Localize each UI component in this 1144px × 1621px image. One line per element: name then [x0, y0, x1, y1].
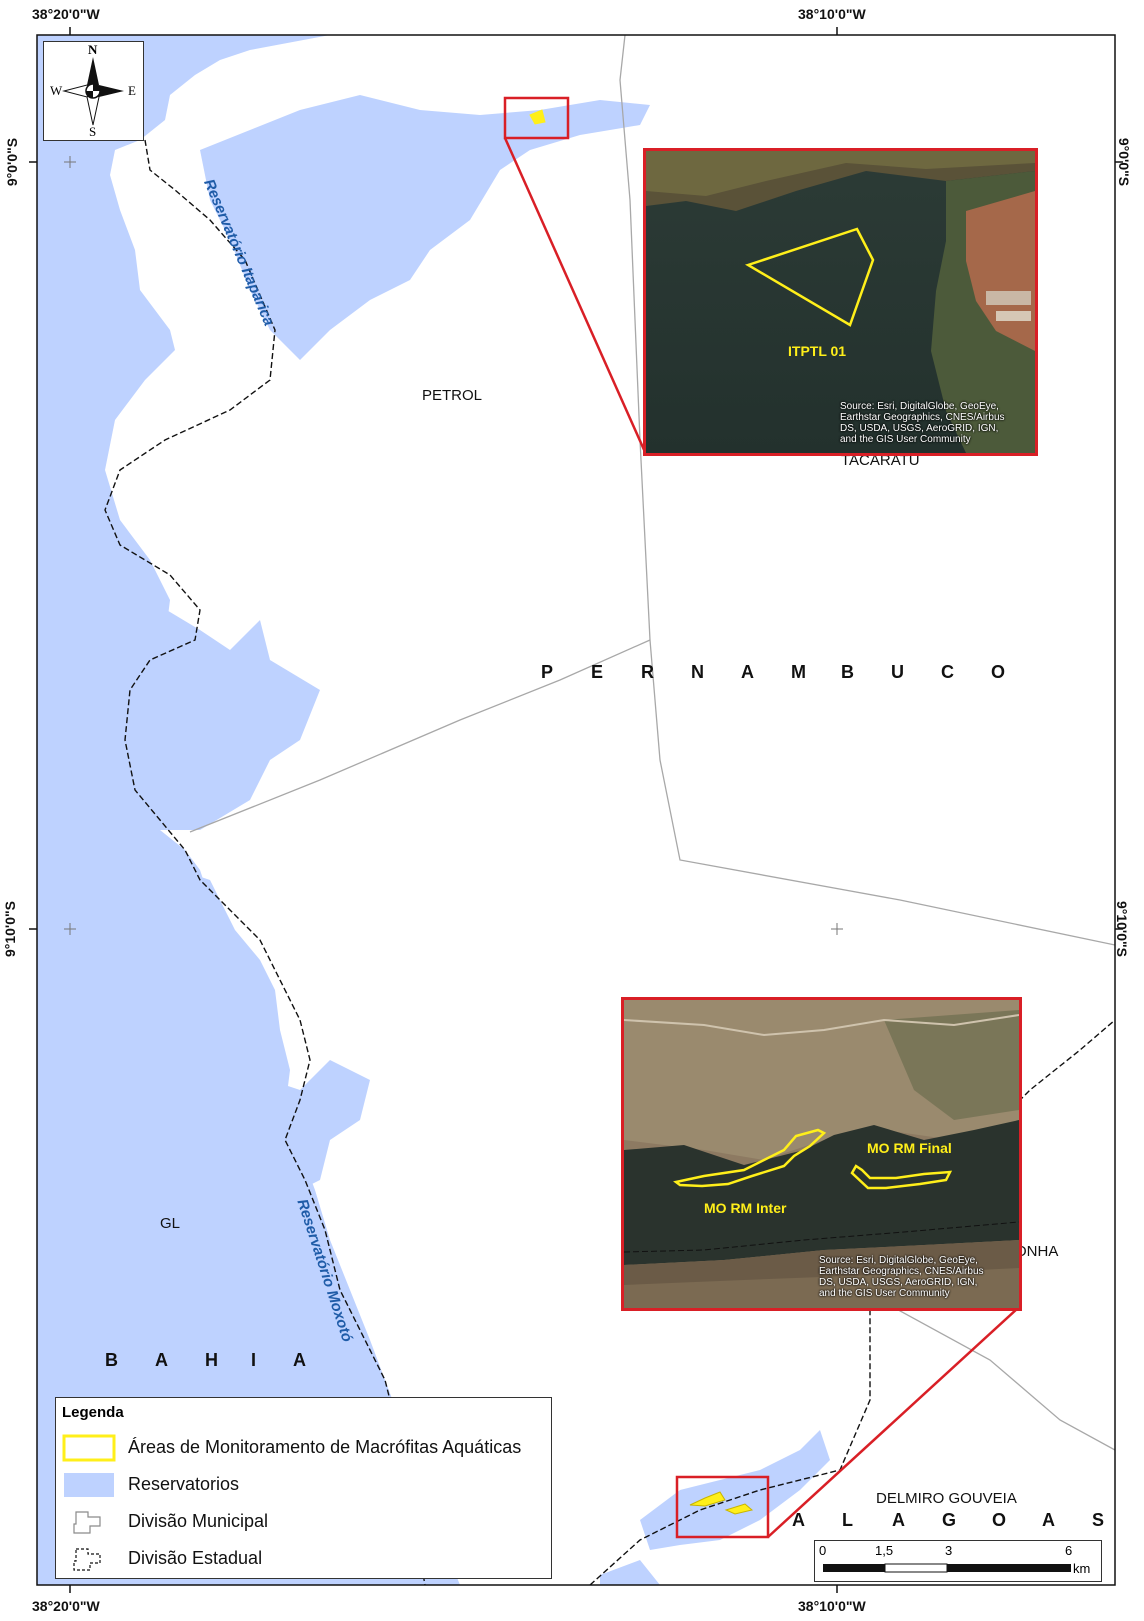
- satellite-image-top: [646, 151, 1035, 453]
- inset-map-top[interactable]: ITPTL 01 Source: Esri, DigitalGlobe, Geo…: [643, 148, 1038, 456]
- scale-bar-graphic: [823, 1563, 1071, 1573]
- state-dashed-swatch-icon: [73, 1548, 101, 1571]
- attribution-line: DS, USDA, USGS, AeroGRID, IGN,: [819, 1277, 978, 1288]
- state-letter: A: [892, 1510, 905, 1530]
- compass-icon: [62, 57, 124, 126]
- state-letter: B: [841, 662, 854, 682]
- state-letter: S: [1092, 1510, 1105, 1530]
- attribution-line: and the GIS User Community: [819, 1288, 950, 1299]
- state-letter: L: [842, 1510, 853, 1530]
- graticule-top-left: 38°20'0"W: [32, 6, 100, 22]
- state-letter: N: [691, 662, 704, 682]
- legend-label: Áreas de Monitoramento de Macrófitas Aqu…: [128, 1437, 522, 1457]
- graticule-right-upper: 9°0'0"S: [1116, 137, 1133, 187]
- north-label: N: [88, 42, 98, 57]
- state-letter: O: [991, 662, 1006, 682]
- municipality-petrol: PETROL: [422, 387, 483, 404]
- attribution-line: Earthstar Geographics, CNES/Airbus: [819, 1266, 984, 1277]
- legend: Legenda Áreas de Monitoramento de Macróf…: [55, 1397, 552, 1579]
- leader-line-bottom: [767, 1307, 1019, 1538]
- graticule-bottom-left: 38°20'0"W: [32, 1598, 100, 1614]
- area-label-itptl01: ITPTL 01: [788, 343, 847, 359]
- inset-map-bottom[interactable]: MO RM Inter MO RM Final Source: Esri, Di…: [621, 997, 1022, 1311]
- state-letter: M: [791, 662, 806, 682]
- scale-tick-2: 3: [945, 1543, 953, 1558]
- scale-bar: 0 1,5 3 6 km: [814, 1540, 1102, 1582]
- municipality-gl: GL: [160, 1215, 181, 1232]
- state-letter: O: [992, 1510, 1007, 1530]
- state-boundary: [104, 139, 1115, 1585]
- municipal-boundaries: [189, 35, 1115, 1451]
- highlight-box-bottom[interactable]: [675, 1475, 770, 1539]
- state-letter: I: [251, 1350, 257, 1370]
- monitoring-area-mo-rm-final[interactable]: [850, 1164, 953, 1190]
- attribution-line: and the GIS User Community: [840, 434, 971, 445]
- yellow-outline-swatch-icon: [62, 1434, 116, 1462]
- state-letter: A: [741, 662, 754, 682]
- reservoir-water: [37, 35, 830, 1585]
- legend-item-municipal: Divisão Municipal: [62, 1506, 542, 1538]
- state-letter: A: [293, 1350, 306, 1370]
- scale-tick-1: 1,5: [875, 1543, 894, 1558]
- graticule-right-lower: 9°10'0"S: [1114, 900, 1131, 958]
- legend-label: Divisão Estadual: [128, 1548, 263, 1568]
- map-frame: [36, 34, 1116, 1586]
- state-letter: P: [541, 662, 554, 682]
- legend-item-reservoirs: Reservatorios: [62, 1469, 542, 1501]
- attribution-line: Source: Esri, DigitalGlobe, GeoEye,: [819, 1255, 978, 1266]
- state-letter: B: [105, 1350, 118, 1370]
- graticule-left-upper: 9°0'0"S: [4, 137, 21, 187]
- state-letter: A: [792, 1510, 805, 1530]
- monitoring-area-mo-marker[interactable]: [689, 1491, 754, 1515]
- state-letter: U: [891, 662, 904, 682]
- scale-unit: km: [1073, 1561, 1091, 1576]
- blue-fill-swatch-icon: [64, 1473, 114, 1497]
- attribution-line: Source: Esri, DigitalGlobe, GeoEye,: [840, 401, 999, 412]
- state-letter: H: [205, 1350, 218, 1370]
- state-letter: A: [1042, 1510, 1055, 1530]
- scale-tick-0: 0: [819, 1543, 827, 1558]
- monitoring-area-mo-rm-inter[interactable]: [673, 1128, 827, 1188]
- state-letter: G: [942, 1510, 957, 1530]
- attribution-top: Source: Esri, DigitalGlobe, GeoEye, Eart…: [840, 401, 1005, 445]
- legend-title: Legenda: [62, 1404, 124, 1421]
- leader-line-top: [503, 137, 647, 453]
- graticule-crosses: [64, 156, 843, 935]
- municipality-delmiro: DELMIRO GOUVEIA: [876, 1490, 1017, 1507]
- attribution-bottom: Source: Esri, DigitalGlobe, GeoEye, Eart…: [819, 1255, 984, 1299]
- north-arrow: N S W E: [43, 41, 144, 141]
- legend-label: Divisão Municipal: [128, 1511, 269, 1531]
- attribution-line: DS, USDA, USGS, AeroGRID, IGN,: [840, 423, 999, 434]
- monitoring-area-itptl-marker[interactable]: [529, 109, 546, 125]
- municipal-outline-swatch-icon: [73, 1511, 101, 1534]
- area-label-mo-rm-inter: MO RM Inter: [704, 1200, 787, 1216]
- attribution-line: Earthstar Geographics, CNES/Airbus: [840, 412, 1005, 423]
- east-label: E: [128, 83, 136, 98]
- state-letter: R: [641, 662, 654, 682]
- legend-label: Reservatorios: [128, 1474, 240, 1494]
- highlight-box-top[interactable]: [503, 96, 570, 140]
- state-letter: C: [941, 662, 954, 682]
- scale-tick-3: 6: [1065, 1543, 1073, 1558]
- municipality-onha: ONHA: [1015, 1243, 1059, 1260]
- satellite-image-bottom: [624, 1000, 1019, 1308]
- graticule-top-right: 38°10'0"W: [798, 6, 866, 22]
- west-label: W: [50, 83, 63, 98]
- state-letter: A: [155, 1350, 168, 1370]
- municipality-tacaratu: TACARATU: [841, 452, 920, 469]
- monitoring-area-itptl01[interactable]: [744, 227, 875, 327]
- graticule-left-lower: 9°10'0"S: [2, 900, 19, 958]
- legend-item-state: Divisão Estadual: [62, 1543, 542, 1575]
- state-letter: E: [591, 662, 604, 682]
- graticule-ticks: [29, 27, 1123, 1593]
- graticule-bottom-right: 38°10'0"W: [798, 1598, 866, 1614]
- legend-item-monitoring: Áreas de Monitoramento de Macrófitas Aqu…: [62, 1432, 542, 1464]
- area-label-mo-rm-final: MO RM Final: [867, 1140, 952, 1156]
- south-label: S: [89, 124, 97, 139]
